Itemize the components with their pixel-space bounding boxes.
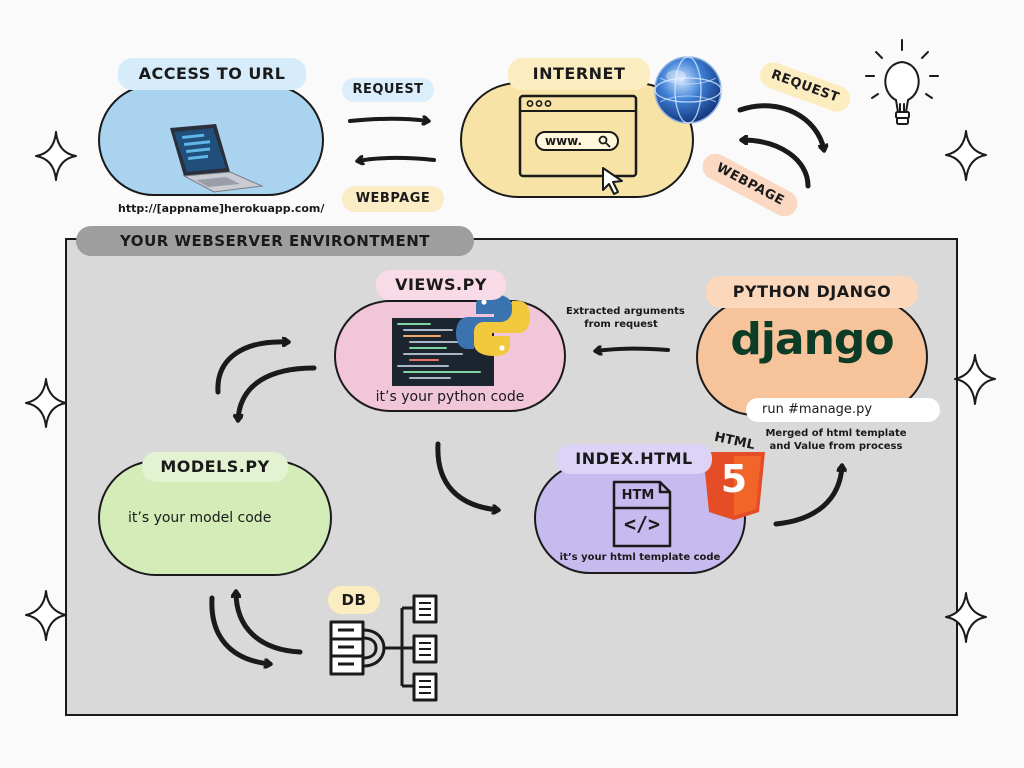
html5-digit: 5 [720, 457, 748, 501]
index-caption: it’s your html template code [559, 552, 721, 563]
models-to-views-arrow [215, 342, 288, 395]
views-to-index-arrow [435, 441, 498, 510]
models-caption: it’s your model code [128, 510, 272, 526]
laptop-icon [170, 124, 264, 193]
webpage-arrow [358, 158, 436, 161]
doc-htm-text: HTM [621, 488, 655, 503]
db-to-models-arrow [236, 592, 303, 655]
html-file-icon [612, 480, 672, 548]
index-to-django-arrow [773, 466, 842, 527]
cursor-icon [602, 167, 623, 195]
request-label: REQUEST [342, 78, 434, 102]
django-pill [696, 298, 928, 416]
request-arrow [348, 119, 428, 121]
url-text: http://[appname]herokuapp.com/ [118, 202, 325, 215]
sparkle-icon [945, 130, 987, 181]
sparkle-icon [954, 354, 996, 405]
django-logo-text: django [730, 314, 894, 365]
html5-icon [703, 452, 765, 520]
lightbulb-icon [865, 39, 939, 125]
browser-window-icon [518, 94, 638, 178]
globe-icon [654, 56, 722, 124]
extracted-text-2: from request [584, 319, 658, 330]
sparkle-icon [35, 131, 77, 181]
views-label: VIEWS.PY [376, 270, 506, 300]
server-title: YOUR WEBSERVER ENVIRONTMENT [76, 226, 474, 256]
doc-code-text: </> [623, 512, 661, 536]
merged-text-1: Merged of html template [765, 428, 907, 439]
webpage-label: WEBPAGE [342, 186, 444, 212]
sparkle-icon [945, 592, 987, 643]
models-label: MODELS.PY [142, 452, 288, 482]
access-label: ACCESS TO URL [118, 58, 306, 90]
db-label: DB [328, 586, 380, 614]
extracted-text-1: Extracted arguments [566, 306, 685, 317]
index-label: INDEX.HTML [556, 444, 712, 474]
manage-text: run #manage.py [762, 402, 873, 417]
python-logo-icon [456, 294, 530, 356]
sparkle-icon [25, 378, 67, 428]
django-to-views-arrow [596, 349, 670, 351]
django-label: PYTHON DJANGO [706, 276, 918, 308]
views-caption: it’s your python code [375, 389, 525, 405]
models-to-db-arrow [209, 595, 270, 664]
browser-www-text: www. [545, 134, 583, 148]
views-to-models-arrow [238, 365, 317, 420]
manage-bar [746, 398, 940, 422]
sparkle-icon [25, 590, 67, 641]
internet-label: INTERNET [508, 58, 650, 90]
webpage-curve-arrow [742, 140, 811, 189]
request-curve-arrow [737, 103, 824, 150]
database-icon [329, 594, 438, 702]
merged-text-2: and Value from process [769, 441, 903, 452]
